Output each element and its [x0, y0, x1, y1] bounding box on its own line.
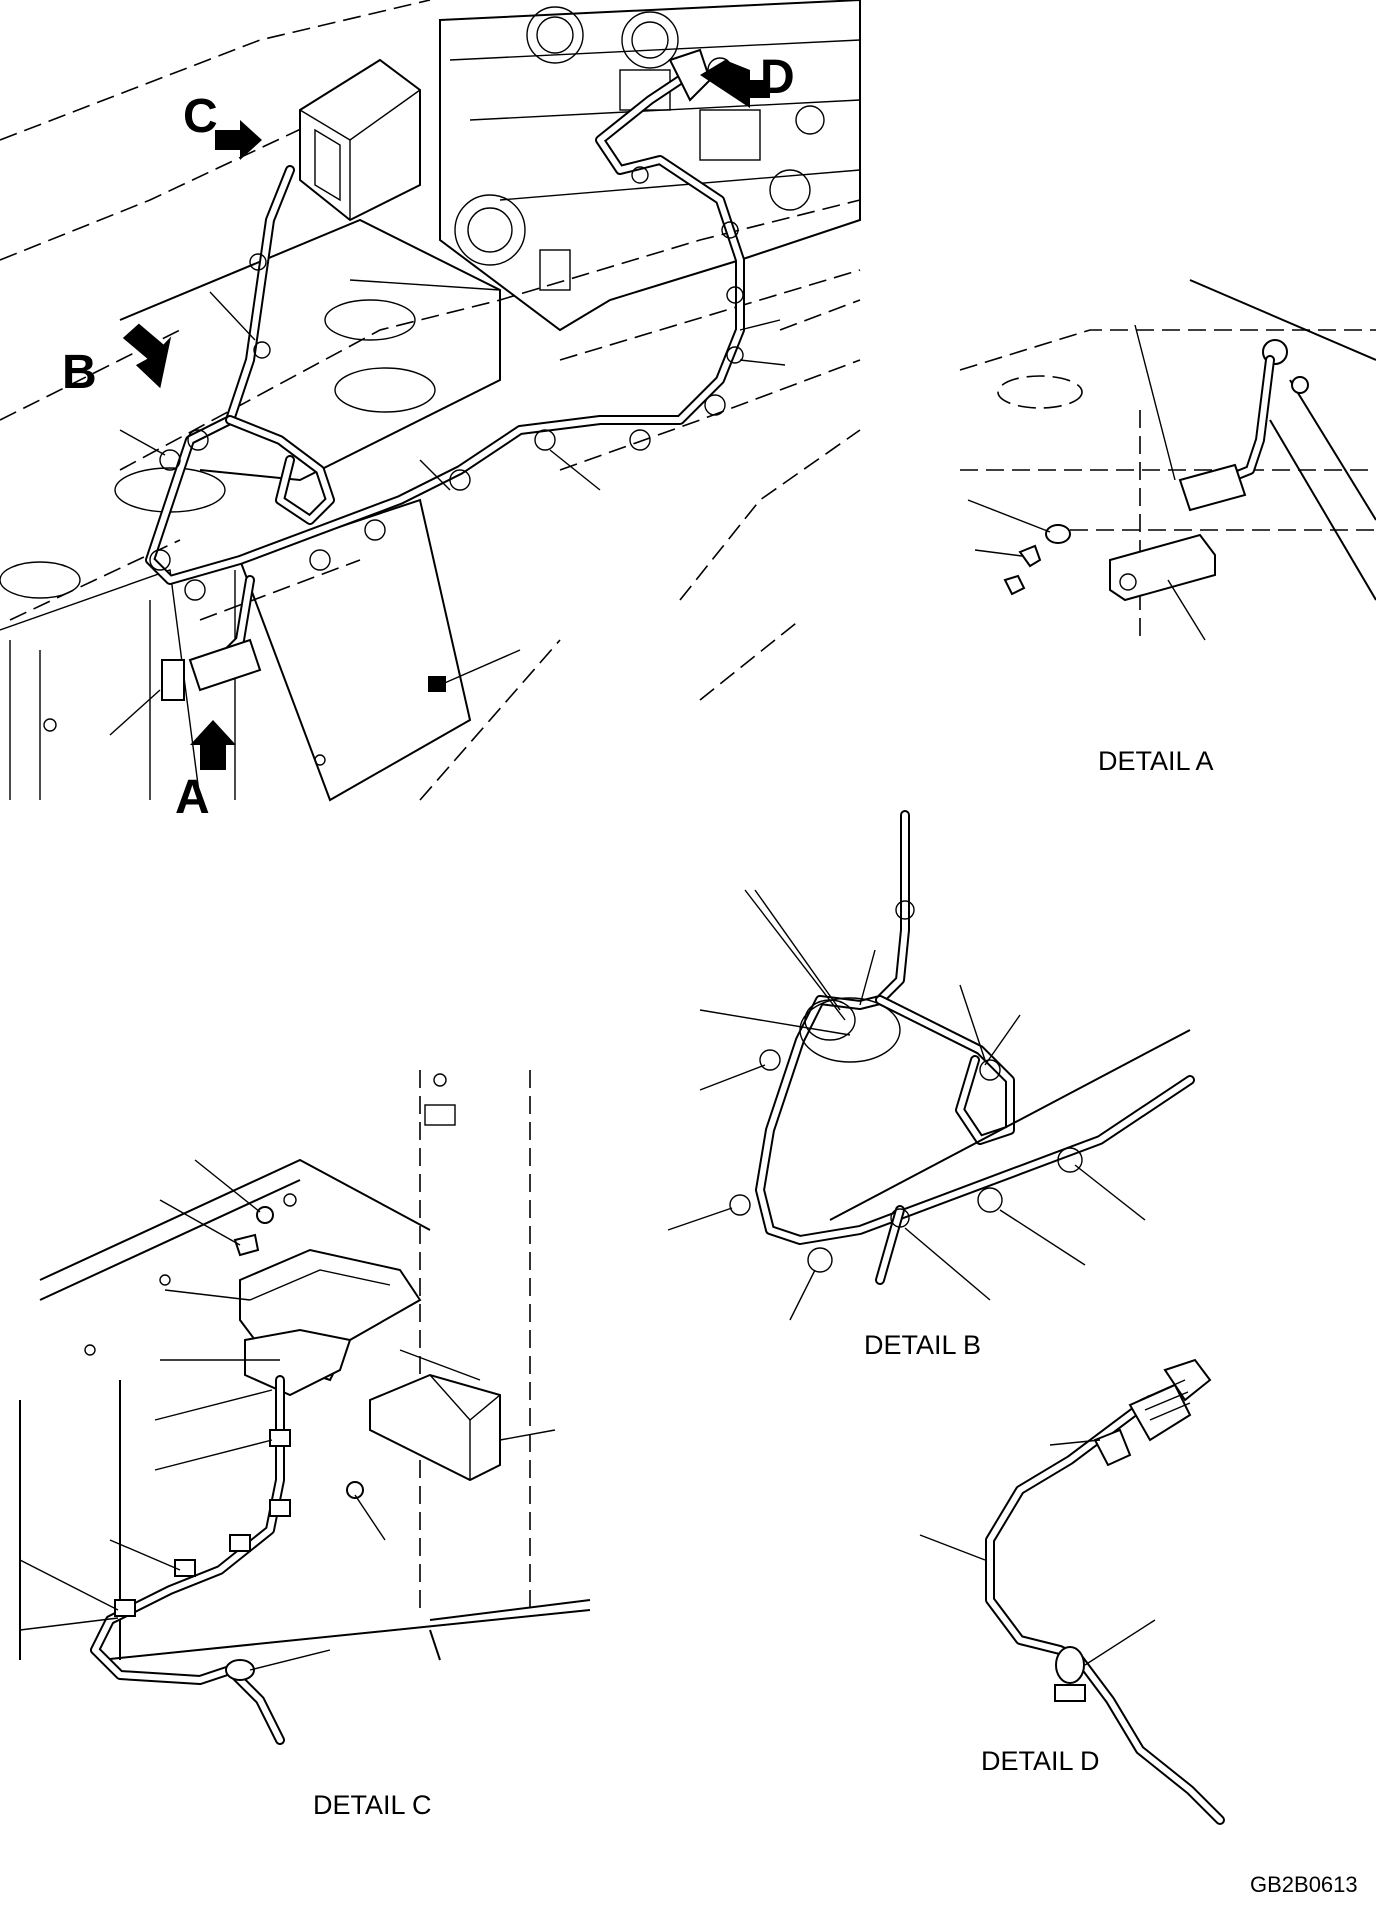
drawing-code: GB2B0613 [1250, 1872, 1358, 1897]
callout-c-label: C [183, 90, 218, 143]
detail-a-title: DETAIL A [1098, 746, 1214, 776]
detail-d-view [919, 1358, 1225, 1825]
detail-c-view [19, 1070, 591, 1745]
callout-b-label: B [62, 346, 97, 399]
callout-a-label: A [175, 771, 210, 824]
detail-a-view [959, 279, 1376, 641]
detail-b-view [667, 810, 1195, 1321]
detail-b-title: DETAIL B [864, 1330, 982, 1360]
callout-d-label: D [760, 51, 795, 104]
detail-c-title: DETAIL C [313, 1790, 432, 1820]
detail-d-title: DETAIL D [981, 1746, 1100, 1776]
main-view [0, 0, 861, 802]
